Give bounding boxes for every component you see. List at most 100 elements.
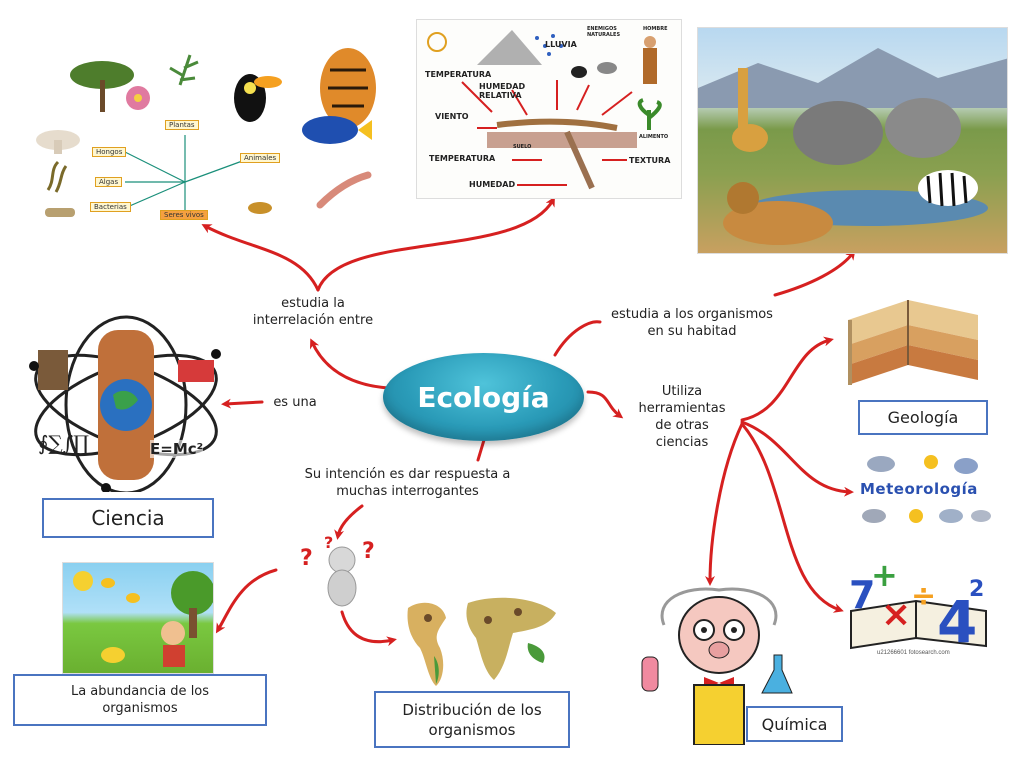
bee-icon xyxy=(248,202,272,214)
label-seres-vivos: Seres vivos xyxy=(160,210,208,220)
tools-line3: de otras xyxy=(655,418,709,433)
arrow-to-ciencia xyxy=(221,398,264,409)
duck-icon xyxy=(101,647,125,663)
ecologia-node[interactable]: Ecología xyxy=(383,353,584,441)
geology-drawing xyxy=(848,300,978,385)
arrow-to-habitat-text xyxy=(553,320,602,357)
tree-icon xyxy=(70,61,134,89)
science-drawing: ∮∑∫∏ xyxy=(29,315,221,492)
svg-text:+: + xyxy=(871,556,898,594)
svg-text:∮∑∫∏: ∮∑∫∏ xyxy=(38,431,89,455)
savanna-drawing xyxy=(698,48,1007,245)
meteorologia-image: Meteorología xyxy=(856,452,996,530)
sun-icon xyxy=(73,571,93,591)
world-map-drawing xyxy=(407,597,556,686)
arrow-to-savanna xyxy=(773,249,856,297)
science-collage-image: ∮∑∫∏ E=Mc² xyxy=(28,310,224,492)
intent-line1: Su intención es dar respuesta a xyxy=(304,467,511,482)
intent-line2: muchas interrogantes xyxy=(336,484,479,499)
label-textura: TEXTURA xyxy=(629,156,671,165)
tools-text: Utiliza herramientas de otras ciencias xyxy=(622,383,742,451)
arrow-to-climate xyxy=(316,196,555,292)
tree-icon xyxy=(171,571,213,615)
arrow-to-matematicas xyxy=(740,422,844,613)
label-lluvia: LLUVIA xyxy=(545,40,577,49)
world-map-image xyxy=(398,588,563,690)
question-mark-icon: ? xyxy=(300,546,313,571)
arrow-to-abundancia xyxy=(215,568,278,634)
arrow-to-distribucion xyxy=(340,610,397,647)
arrow-to-question xyxy=(334,504,364,540)
distribucion-box[interactable]: Distribución de los organismos xyxy=(374,691,570,748)
geologia-box[interactable]: Geología xyxy=(858,400,988,435)
seres-vivos-lines xyxy=(36,48,376,217)
algae-icon xyxy=(46,160,68,193)
sun-icon xyxy=(924,455,938,469)
cloud-icon xyxy=(867,456,895,472)
meteorologia-word: Meteorología xyxy=(860,480,978,498)
flask-left-icon xyxy=(641,656,659,692)
svg-text:2: 2 xyxy=(969,577,984,602)
label-humedad: HUMEDAD xyxy=(469,180,516,189)
climate-factors-diagram: TEMPERATURA LLUVIA ENEMIGOS NATURALES HO… xyxy=(416,19,682,199)
abundancia-line1: La abundancia de los xyxy=(70,684,210,699)
label-animales: Animales xyxy=(240,153,281,163)
arrow-to-quimica xyxy=(705,422,744,586)
bee-icon xyxy=(126,593,140,603)
label-plantas: Plantas xyxy=(165,120,199,130)
boy-icon xyxy=(161,621,185,645)
rain-drops xyxy=(535,34,563,56)
mountain-icon xyxy=(477,30,542,65)
label-temperatura-top: TEMPERATURA xyxy=(425,70,492,79)
fish-icon xyxy=(302,116,358,144)
label-hongos: Hongos xyxy=(92,147,127,157)
math-drawing: 7 + × ÷ 4 2 xyxy=(849,556,987,656)
arrow-to-interrelation xyxy=(309,338,390,390)
fern-icon xyxy=(169,54,199,86)
abundance-cartoon-image xyxy=(62,562,214,674)
weather-icons xyxy=(862,455,991,523)
climate-drawing xyxy=(427,30,662,190)
quimica-label: Química xyxy=(761,714,828,734)
tools-line1: Utiliza xyxy=(661,384,703,399)
label-bacterias: Bacterias xyxy=(90,202,131,212)
formula-emc2: E=Mc² xyxy=(150,440,204,458)
svg-text:?: ? xyxy=(362,539,375,564)
plant-icon xyxy=(637,98,662,130)
sun-icon xyxy=(427,32,447,52)
label-suelo: SUELO xyxy=(513,144,532,150)
books-watermark: u21266601 fotosearch.com xyxy=(877,650,950,656)
geologia-label: Geología xyxy=(887,408,959,427)
beetle-icon xyxy=(571,66,587,78)
quimica-box[interactable]: Química xyxy=(746,706,843,742)
math-book-image: 7 + × ÷ 4 2 u21266601 fotosearch.com xyxy=(841,556,994,661)
tools-line2: herramientas xyxy=(638,401,726,416)
svg-text:7: 7 xyxy=(849,573,875,617)
label-alimento: ALIMENTO xyxy=(639,134,669,140)
geology-layers-image xyxy=(838,280,988,400)
label-hombre: HOMBRE xyxy=(643,26,668,32)
arrow-to-tools xyxy=(586,390,624,419)
arrow-to-seres-vivos xyxy=(201,224,320,292)
svg-text:4: 4 xyxy=(937,588,977,656)
distribucion-line1: Distribución de los xyxy=(402,700,542,719)
eurasia-africa-landmass xyxy=(466,597,556,680)
arrow-from-center-down xyxy=(476,438,486,462)
label-temperatura-bottom: TEMPERATURA xyxy=(429,154,496,163)
scientist-drawing xyxy=(641,587,793,745)
es-una-text: es una xyxy=(273,395,317,410)
interrelation-line1: estudia la xyxy=(281,296,345,311)
interrelation-text: estudia la interrelación entre xyxy=(238,295,388,329)
abundance-drawing xyxy=(73,571,213,667)
bacteria-icon xyxy=(45,208,75,217)
label-enemigos: ENEMIGOS NATURALES xyxy=(587,26,621,38)
bird-icon xyxy=(597,62,617,74)
ciencia-box[interactable]: Ciencia xyxy=(42,498,214,538)
label-viento: VIENTO xyxy=(435,112,469,121)
seres-vivos-diagram: Plantas Hongos Algas Bacterias Animales … xyxy=(30,40,400,230)
abundancia-box[interactable]: La abundancia de los organismos xyxy=(13,674,267,726)
soil xyxy=(487,132,637,148)
label-humedad-relativa: HUMEDAD RELATIVA xyxy=(479,82,526,100)
svg-text:×: × xyxy=(881,594,911,635)
